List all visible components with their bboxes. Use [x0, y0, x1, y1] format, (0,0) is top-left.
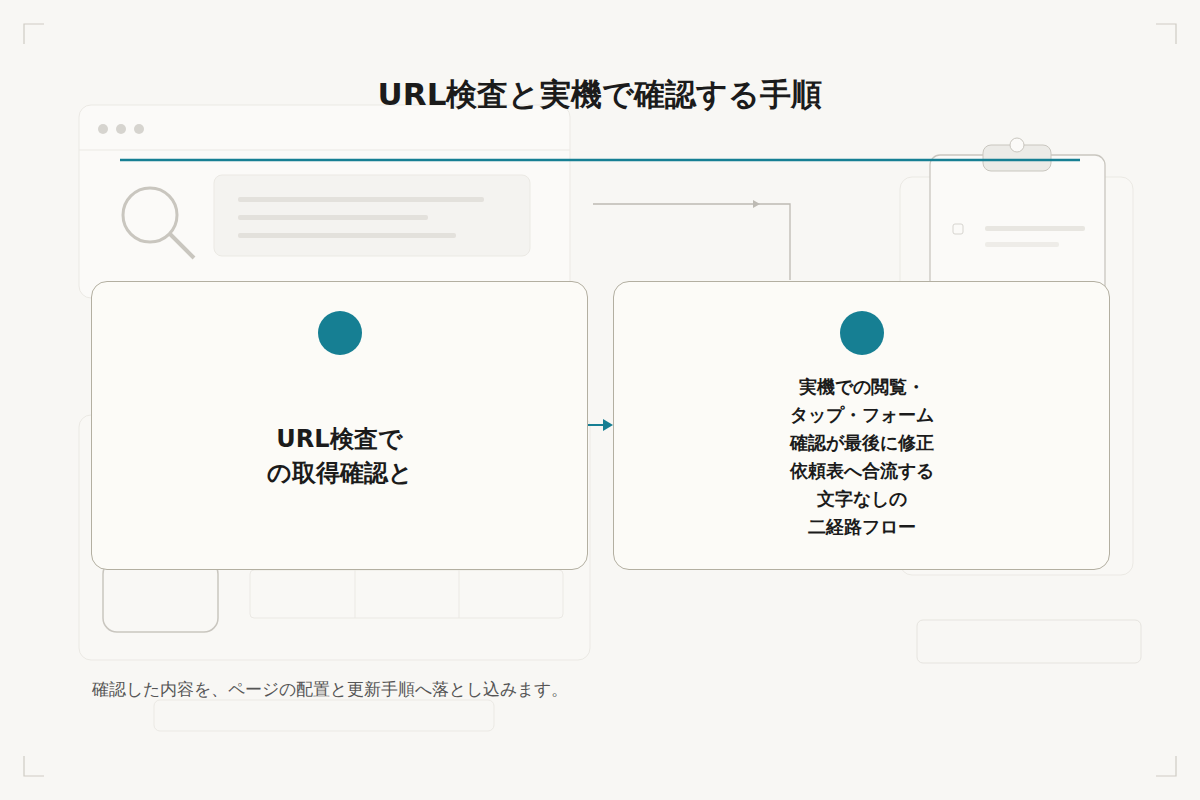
flow-arrow: [588, 419, 613, 431]
diagram-title: URL検査と実機で確認する手順: [0, 74, 1200, 116]
box-label: URL検査で の取得確認と: [255, 422, 425, 490]
step-marker: [318, 311, 362, 355]
process-box: 実機での閲覧・ タップ・フォーム 確認が最後に修正 依頼表へ合流する 文字なしの…: [613, 281, 1110, 570]
diagram-caption: 確認した内容を、ページの配置と更新手順へ落とし込みます。: [92, 678, 568, 701]
step-marker: [840, 311, 884, 355]
box-label: 実機での閲覧・ タップ・フォーム 確認が最後に修正 依頼表へ合流する 文字なしの…: [777, 373, 947, 541]
process-box: URL検査で の取得確認と: [91, 281, 588, 570]
